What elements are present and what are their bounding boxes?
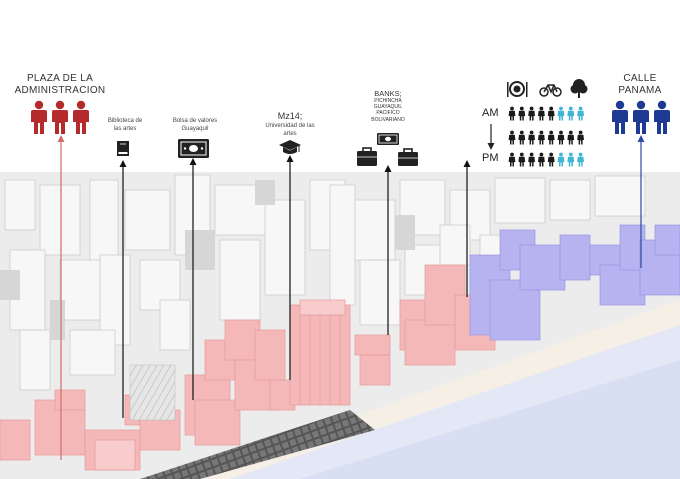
person-icon — [557, 130, 565, 145]
banks-title: BANKS; — [374, 89, 402, 98]
person-icon — [567, 130, 575, 145]
person-icon — [547, 106, 555, 121]
person-icon — [528, 130, 535, 145]
briefcase-icon — [357, 147, 377, 166]
river-edge — [300, 360, 680, 479]
person-icon — [577, 152, 584, 167]
biblioteca-label: Biblioteca de las artes — [107, 118, 143, 132]
am-label: AM — [482, 107, 499, 119]
mz14-title: Mz14; — [277, 111, 303, 121]
schedule-people — [508, 106, 584, 167]
person-icon — [538, 106, 545, 121]
person-icon — [528, 106, 535, 121]
person-icon — [547, 152, 555, 167]
tree-icon — [570, 79, 588, 98]
briefcase-icon — [398, 148, 418, 166]
graduation-cap-icon — [279, 140, 301, 154]
dining-icon — [507, 81, 528, 97]
blue-people-icon — [612, 100, 670, 134]
red-building-lines — [299, 315, 341, 405]
person-icon — [518, 152, 526, 167]
arrowhead — [384, 165, 392, 172]
person-icon — [538, 152, 545, 167]
person-icon — [538, 130, 545, 145]
plaza-label: PLAZA DE LA ADMINISTRACION — [14, 73, 106, 96]
person-icon — [508, 130, 516, 145]
bicycle-icon — [539, 84, 562, 97]
down-arrow-icon — [487, 124, 495, 150]
person-icon — [547, 130, 555, 145]
person-icon — [557, 106, 565, 121]
bolsa-label: Bolsa de valores Guayaquil — [172, 118, 218, 132]
person-icon — [528, 152, 535, 167]
arrowhead — [57, 135, 65, 142]
pier — [140, 410, 375, 479]
arrowhead — [463, 160, 471, 167]
red-people-icon — [31, 100, 89, 134]
person-icon — [567, 106, 575, 121]
arrowhead — [119, 160, 127, 167]
pm-label: PM — [482, 152, 499, 164]
blue-buildings — [469, 224, 680, 341]
person-icon — [567, 152, 575, 167]
mz14-subtitle: Universidad de las artes — [265, 123, 315, 137]
hatched-building — [129, 364, 176, 421]
person-icon — [518, 130, 526, 145]
banks-list: PICHINCHA GUAYAQUIL PACIFICO BOLIVARIANO — [371, 98, 405, 123]
arrowhead — [189, 158, 197, 165]
person-icon — [508, 152, 516, 167]
arrowhead — [637, 135, 645, 142]
red-buildings — [0, 264, 496, 471]
person-icon — [577, 130, 584, 145]
book-icon — [117, 141, 129, 156]
arrowhead — [286, 155, 294, 162]
person-icon — [577, 106, 584, 121]
person-icon — [518, 106, 526, 121]
gray-blocks — [4, 174, 646, 391]
banknote-icon — [377, 133, 399, 145]
banknote-icon — [178, 139, 209, 158]
calle-label: CALLE PANAMA — [618, 73, 662, 96]
person-icon — [508, 106, 516, 121]
person-icon — [557, 152, 565, 167]
